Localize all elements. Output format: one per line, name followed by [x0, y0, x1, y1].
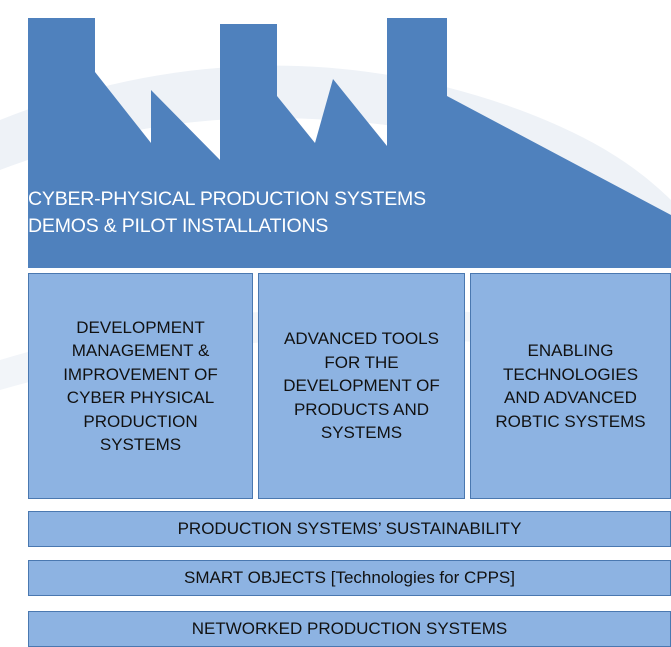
pillar-advanced-tools: ADVANCED TOOLS FOR THE DEVELOPMENT OF PR… [258, 273, 465, 499]
factory-title: CYBER-PHYSICAL PRODUCTION SYSTEMS DEMOS … [28, 186, 426, 240]
pillar-label: ADVANCED TOOLS FOR THE DEVELOPMENT OF PR… [283, 329, 440, 443]
pillar-enabling-technologies: ENABLING TECHNOLOGIES AND ADVANCED ROBTI… [470, 273, 671, 499]
pillar-label: DEVELOPMENT MANAGEMENT & IMPROVEMENT OF … [63, 317, 218, 455]
layer-sustainability: PRODUCTION SYSTEMS’ SUSTAINABILITY [28, 511, 671, 547]
pillar-label: ENABLING TECHNOLOGIES AND ADVANCED ROBTI… [495, 341, 646, 431]
layer-smart-objects: SMART OBJECTS [Technologies for CPPS] [28, 560, 671, 596]
pillar-development-management: DEVELOPMENT MANAGEMENT & IMPROVEMENT OF … [28, 273, 253, 499]
layer-networked-production: NETWORKED PRODUCTION SYSTEMS [28, 611, 671, 647]
layer-label: NETWORKED PRODUCTION SYSTEMS [191, 619, 508, 638]
layer-label: SMART OBJECTS [Technologies for CPPS] [184, 568, 515, 587]
factory-title-line-2: DEMOS & PILOT INSTALLATIONS [28, 215, 329, 237]
factory-title-line-1: CYBER-PHYSICAL PRODUCTION SYSTEMS [28, 188, 426, 210]
layer-label: PRODUCTION SYSTEMS’ SUSTAINABILITY [177, 519, 522, 538]
factory-silhouette [28, 18, 671, 268]
